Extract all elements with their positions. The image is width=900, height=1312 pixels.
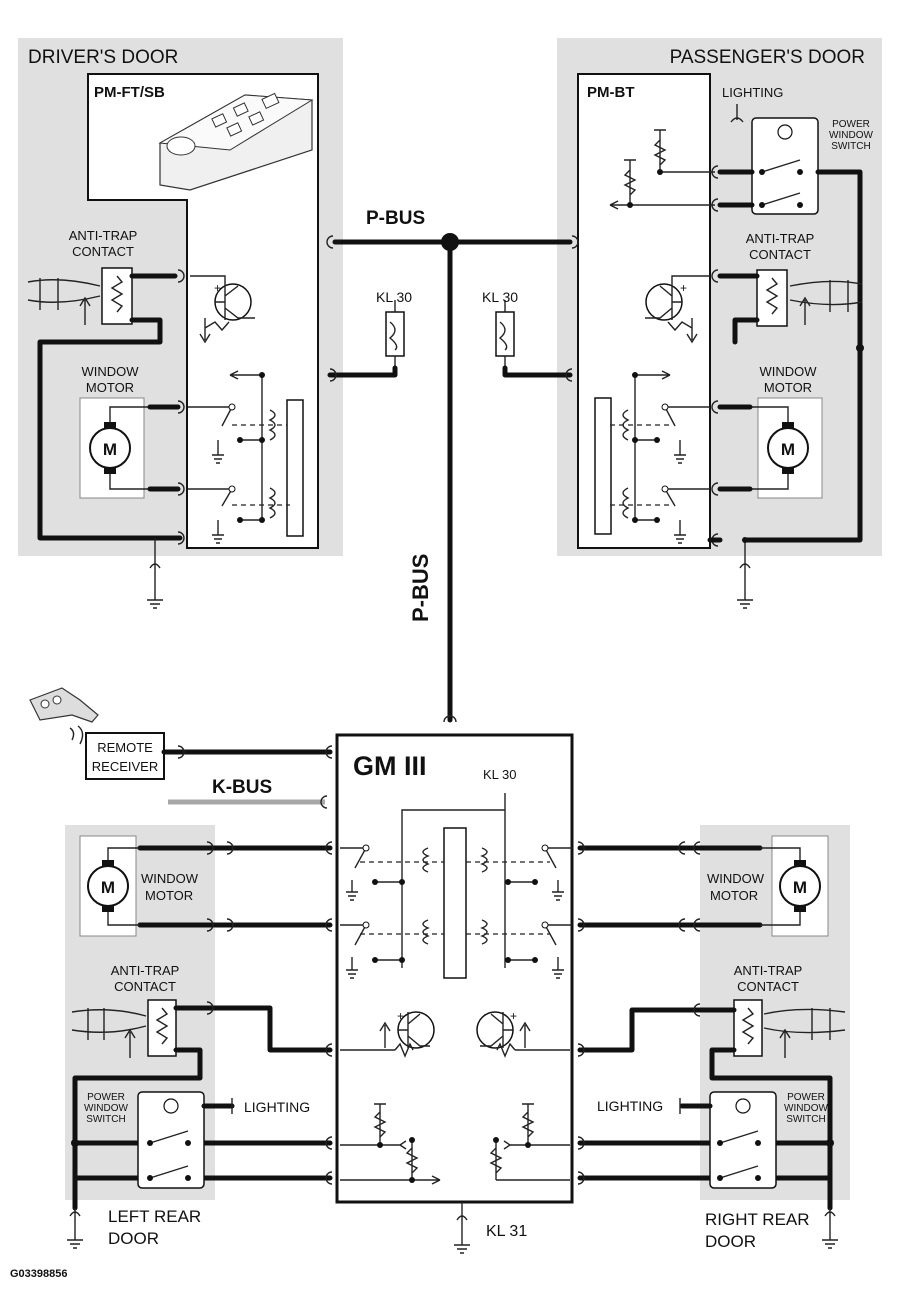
right-rear-lighting-label: LIGHTING — [597, 1098, 663, 1114]
passengers-pws-label-1: POWER — [832, 119, 870, 130]
drivers-anti-trap-label-1: ANTI-TRAP — [69, 228, 138, 243]
remote-receiver-box — [85, 732, 165, 780]
left-rear-pws-label-1: POWER — [87, 1092, 125, 1103]
remote-receiver-label-2: RECEIVER — [92, 759, 158, 774]
right-rear-pws-label-2: WINDOW — [784, 1103, 828, 1114]
left-rear-lighting-label: LIGHTING — [244, 1099, 310, 1115]
kl31-label: KL 31 — [486, 1223, 527, 1240]
left-rear-window-motor: M — [79, 835, 140, 937]
right-rear-door-label-1: RIGHT REAR — [705, 1210, 810, 1229]
left-rear-power-window-switch — [137, 1091, 205, 1189]
passengers-pws-label-3: SWITCH — [831, 141, 870, 152]
svg-text:+: + — [214, 281, 221, 295]
left-rear-anti-trap-label-2: CONTACT — [114, 979, 176, 994]
passengers-resistor-network — [609, 129, 715, 210]
passengers-transistor: + — [645, 275, 710, 344]
kl30-left-label: KL 30 — [376, 289, 412, 305]
figure-id: G03398856 — [10, 1268, 68, 1280]
drivers-motor-m: M — [103, 440, 117, 459]
left-rear-anti-trap-contact — [71, 999, 177, 1058]
left-rear-pws-label-3: SWITCH — [86, 1114, 125, 1125]
passengers-lighting-label: LIGHTING — [722, 85, 783, 100]
passengers-power-window-switch — [751, 117, 819, 215]
k-bus-label: K-BUS — [212, 777, 272, 798]
right-rear-anti-trap-label-1: ANTI-TRAP — [734, 963, 803, 978]
right-rear-motor-m: M — [793, 878, 807, 897]
right-rear-window-motor-label-1: WINDOW — [707, 871, 765, 886]
drivers-door-title: DRIVER'S DOOR — [28, 47, 178, 68]
passengers-anti-trap-contact — [756, 269, 863, 327]
gm3-label: GM III — [353, 751, 427, 781]
drivers-window-motor-label-1: WINDOW — [81, 364, 139, 379]
drivers-window-motor-label-2: MOTOR — [86, 380, 134, 395]
right-rear-door-label-2: DOOR — [705, 1232, 756, 1251]
p-bus-horizontal-label: P-BUS — [366, 208, 425, 229]
passengers-anti-trap-label-1: ANTI-TRAP — [746, 231, 815, 246]
remote-receiver-label-1: REMOTE — [97, 740, 153, 755]
passengers-window-motor-label-1: WINDOW — [759, 364, 817, 379]
gm3-relay-block — [340, 793, 572, 979]
left-rear-window-motor-label-2: MOTOR — [145, 888, 193, 903]
passengers-window-motor-label-2: MOTOR — [764, 380, 812, 395]
left-rear-motor-m: M — [101, 878, 115, 897]
kl30-gm-label: KL 30 — [483, 767, 517, 782]
pm-ft-sb-module — [87, 73, 319, 549]
drivers-anti-trap-contact — [27, 267, 133, 325]
switch-console-image — [158, 92, 314, 191]
right-rear-anti-trap-contact — [733, 999, 846, 1058]
drivers-relays — [188, 370, 304, 544]
pm-bt-label: PM-BT — [587, 84, 635, 101]
p-bus-junction — [441, 233, 459, 251]
right-rear-power-window-switch — [709, 1091, 777, 1189]
gm3-resistor-network — [340, 1103, 570, 1185]
drivers-anti-trap-label-2: CONTACT — [72, 244, 134, 259]
kl30-right-label: KL 30 — [482, 289, 518, 305]
passengers-door-title: PASSENGER'S DOOR — [670, 47, 865, 68]
right-rear-pws-label-1: POWER — [787, 1092, 825, 1103]
gm3-transistors: + + — [340, 1009, 570, 1058]
key-fob-image — [29, 687, 99, 745]
passengers-relays — [594, 370, 710, 544]
drivers-transistor: + — [190, 275, 255, 344]
passengers-motor-m: M — [781, 440, 795, 459]
svg-text:+: + — [510, 1009, 517, 1023]
passengers-anti-trap-label-2: CONTACT — [749, 247, 811, 262]
svg-text:+: + — [680, 281, 687, 295]
passengers-window-motor: M — [750, 397, 823, 499]
drivers-window-motor: M — [79, 397, 150, 499]
right-rear-window-motor: M — [760, 835, 829, 937]
right-rear-pws-label-3: SWITCH — [786, 1114, 825, 1125]
left-rear-window-motor-label-1: WINDOW — [141, 871, 199, 886]
svg-text:+: + — [397, 1009, 404, 1023]
left-rear-anti-trap-label-1: ANTI-TRAP — [111, 963, 180, 978]
p-bus-vertical-label: P-BUS — [408, 554, 433, 622]
left-rear-door-label-1: LEFT REAR — [108, 1207, 201, 1226]
left-rear-pws-label-2: WINDOW — [84, 1103, 128, 1114]
right-rear-anti-trap-label-2: CONTACT — [737, 979, 799, 994]
pm-ft-sb-label: PM-FT/SB — [94, 84, 165, 101]
right-rear-window-motor-label-2: MOTOR — [710, 888, 758, 903]
passengers-pws-label-2: WINDOW — [829, 130, 873, 141]
left-rear-door-label-2: DOOR — [108, 1229, 159, 1248]
